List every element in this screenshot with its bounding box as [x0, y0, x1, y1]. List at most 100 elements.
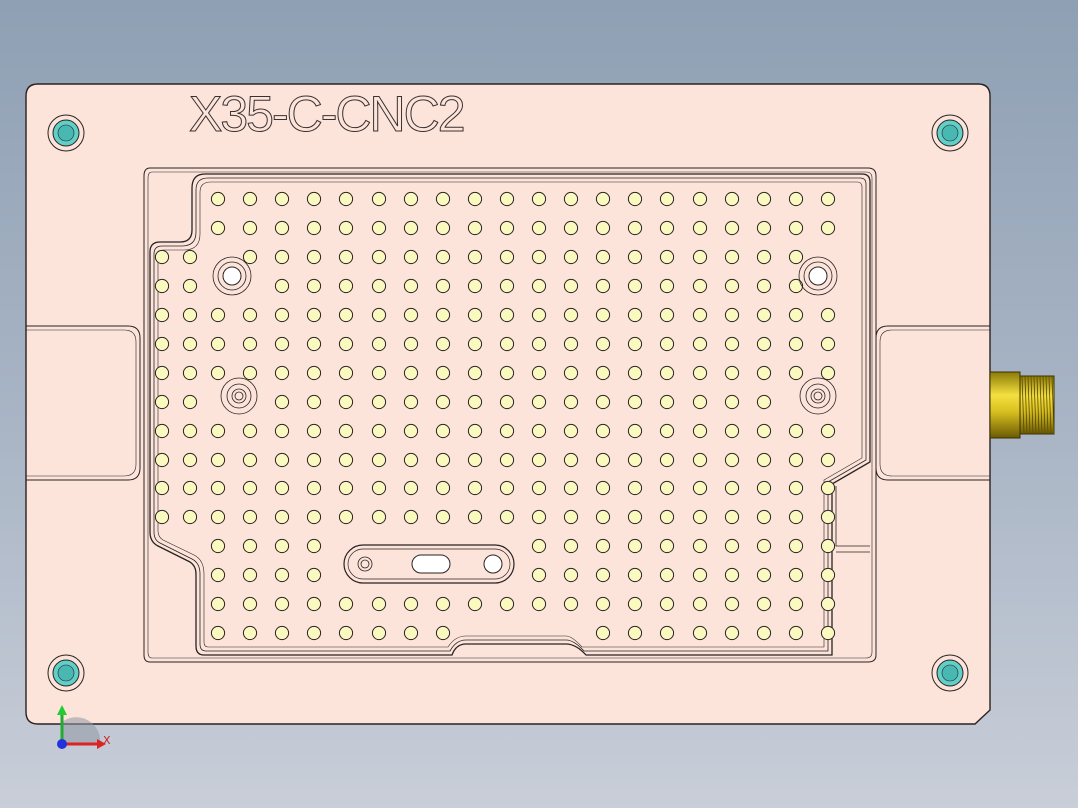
vacuum-hole [756, 423, 772, 439]
vacuum-hole [724, 336, 740, 352]
slot-pad[interactable] [343, 544, 515, 584]
vacuum-hole [210, 480, 226, 496]
vacuum-hole [154, 394, 170, 410]
vacuum-hole [692, 538, 708, 554]
coordinate-triad[interactable]: X [57, 705, 111, 749]
vacuum-hole [242, 365, 258, 381]
vacuum-hole [820, 423, 836, 439]
vacuum-hole [659, 249, 675, 265]
vacuum-hole [242, 336, 258, 352]
vacuum-hole [467, 452, 483, 468]
vacuum-hole [499, 336, 515, 352]
vacuum-hole [467, 509, 483, 525]
vacuum-hole [499, 191, 515, 207]
vacuum-hole [403, 191, 419, 207]
corner-mount-hole-top-right[interactable] [931, 114, 969, 152]
vacuum-hole [692, 191, 708, 207]
vacuum-hole [627, 509, 643, 525]
vacuum-hole [242, 220, 258, 236]
threaded-hole-right[interactable] [799, 377, 837, 415]
vacuum-hole [242, 452, 258, 468]
vacuum-hole [627, 625, 643, 641]
vacuum-hole [563, 423, 579, 439]
vacuum-hole [210, 452, 226, 468]
vacuum-hole [274, 423, 290, 439]
vacuum-hole [182, 307, 198, 323]
vacuum-hole [210, 538, 226, 554]
vacuum-hole [499, 220, 515, 236]
vacuum-hole [595, 249, 611, 265]
vacuum-hole [692, 567, 708, 583]
vacuum-hole [306, 278, 322, 294]
vacuum-hole [820, 220, 836, 236]
vacuum-hole [242, 249, 258, 265]
vacuum-hole [154, 509, 170, 525]
pocket-step [835, 486, 870, 553]
vacuum-hole [595, 394, 611, 410]
vacuum-hole [756, 538, 772, 554]
locating-hole-top-left[interactable] [212, 256, 252, 296]
vacuum-hole [403, 249, 419, 265]
triad-origin [57, 739, 67, 749]
vacuum-hole [403, 423, 419, 439]
vacuum-hole [531, 278, 547, 294]
vacuum-hole [274, 596, 290, 612]
vacuum-hole [435, 394, 451, 410]
vacuum-hole [595, 220, 611, 236]
pocket-inner-outline [147, 171, 873, 659]
vacuum-hole [306, 509, 322, 525]
vacuum-hole [820, 480, 836, 496]
vacuum-hole [724, 365, 740, 381]
vacuum-hole [724, 480, 740, 496]
vacuum-hole [563, 249, 579, 265]
vacuum-hole [403, 596, 419, 612]
vacuum-hole [724, 625, 740, 641]
vacuum-hole [371, 220, 387, 236]
vacuum-hole [274, 567, 290, 583]
vacuum-hole [756, 191, 772, 207]
vacuum-hole [154, 278, 170, 294]
vacuum-hole [756, 365, 772, 381]
vacuum-hole [338, 336, 354, 352]
fixture-plate[interactable]: X35-C-CNC2 [25, 83, 991, 725]
vacuum-hole [595, 423, 611, 439]
vacuum-fitting[interactable] [989, 371, 1055, 439]
vacuum-hole [788, 567, 804, 583]
corner-mount-hole-bottom-right[interactable] [931, 654, 969, 692]
vacuum-hole [724, 191, 740, 207]
vacuum-hole [659, 336, 675, 352]
vacuum-hole [338, 596, 354, 612]
vacuum-hole [154, 365, 170, 381]
vacuum-hole [531, 423, 547, 439]
vacuum-hole [467, 365, 483, 381]
vacuum-hole [788, 191, 804, 207]
vacuum-hole [403, 307, 419, 323]
vacuum-hole [788, 423, 804, 439]
corner-mount-hole-bottom-left[interactable] [47, 654, 85, 692]
vacuum-hole [435, 278, 451, 294]
vacuum-hole [692, 336, 708, 352]
vacuum-hole [338, 423, 354, 439]
vacuum-hole [499, 307, 515, 323]
vacuum-hole [242, 423, 258, 439]
locating-hole-top-right[interactable] [798, 256, 838, 296]
threaded-hole-left[interactable] [220, 377, 258, 415]
vacuum-hole [595, 480, 611, 496]
vacuum-hole [274, 365, 290, 381]
vacuum-hole [659, 191, 675, 207]
vacuum-hole [371, 191, 387, 207]
corner-mount-hole-top-left[interactable] [47, 114, 85, 152]
vacuum-hole [595, 191, 611, 207]
vacuum-hole [435, 191, 451, 207]
vacuum-hole [306, 452, 322, 468]
vacuum-hole [531, 220, 547, 236]
vacuum-hole [435, 625, 451, 641]
vacuum-hole [659, 509, 675, 525]
vacuum-hole [531, 249, 547, 265]
vacuum-hole [210, 307, 226, 323]
vacuum-hole [467, 480, 483, 496]
vacuum-hole [756, 625, 772, 641]
vacuum-hole [210, 596, 226, 612]
